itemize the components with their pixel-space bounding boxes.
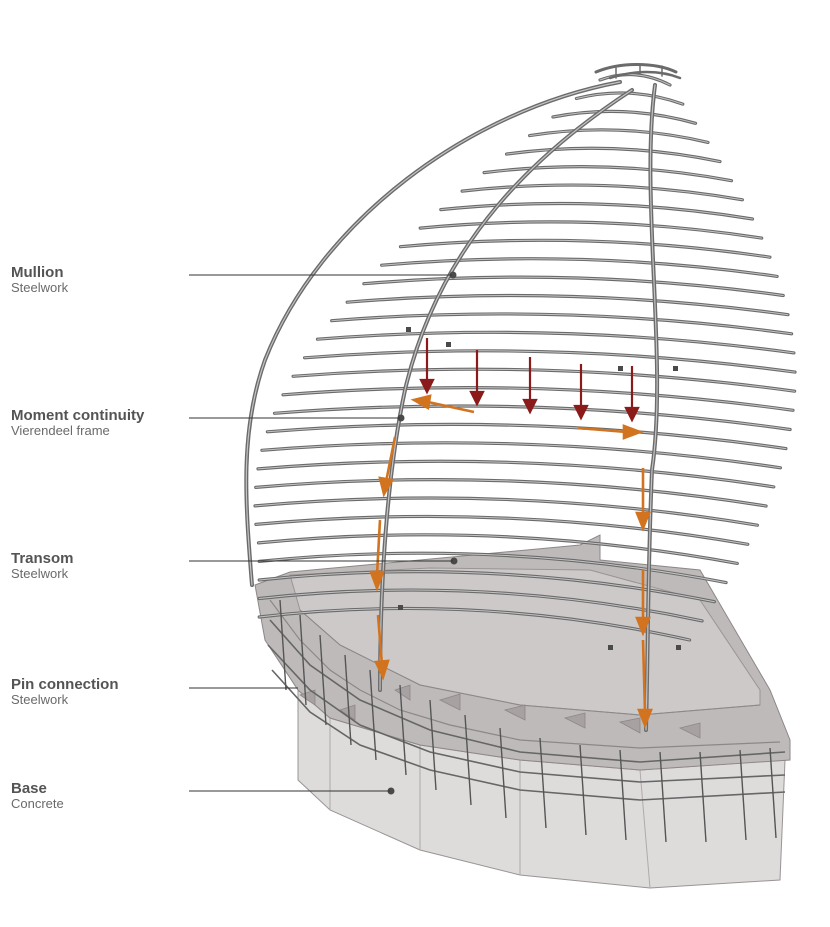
label-title: Mullion: [11, 264, 64, 281]
label-title: Transom: [11, 550, 74, 567]
label-base: Base Concrete: [11, 780, 64, 812]
transom-rib-highlight: [381, 258, 778, 277]
pin-post: [369, 669, 377, 761]
transom-rib-highlight: [261, 442, 781, 469]
label-title: Pin connection: [11, 676, 119, 693]
label-subtitle: Steelwork: [11, 692, 69, 708]
transom-rib-highlight: [419, 221, 763, 239]
label-title: Base: [11, 780, 47, 797]
pin-post: [319, 634, 327, 726]
pin-post: [399, 684, 407, 776]
transom-rib-highlight: [506, 147, 721, 163]
pin-post: [619, 749, 627, 841]
transom-rib-highlight: [552, 110, 696, 124]
transom-rib: [253, 496, 759, 527]
transom-rib-highlight: [346, 295, 789, 316]
pin-post: [699, 751, 707, 843]
transom-rib-highlight: [440, 202, 753, 220]
pin-post: [539, 737, 547, 829]
pin-post: [429, 699, 437, 791]
transom-rib-highlight: [483, 166, 732, 182]
transom-rib-highlight: [258, 552, 727, 584]
label-mullion: Mullion Steelwork: [11, 264, 68, 296]
pin-post: [769, 747, 777, 839]
transom-rib-highlight: [254, 497, 758, 526]
transom-rib-highlight: [282, 387, 794, 411]
label-title: Moment continuity: [11, 407, 145, 424]
transom-rib-highlight: [331, 313, 793, 335]
node-markers: [387, 271, 681, 795]
transom-rib-highlight: [257, 460, 775, 488]
transom-rib-highlight: [599, 74, 671, 86]
lower-facade-band: [267, 619, 786, 801]
transom-rib-highlight: [292, 368, 796, 392]
label-subtitle: Vierendeel frame: [11, 423, 110, 439]
transom-rib-highlight: [266, 423, 787, 450]
transom-rib: [330, 312, 794, 336]
pin-post: [279, 599, 287, 691]
leader-lines: [189, 274, 453, 792]
pin-post: [579, 744, 587, 836]
pin-connection-posts: [279, 599, 777, 843]
transom-rib: [574, 91, 685, 106]
transom-rib-highlight: [461, 184, 743, 201]
transom-rib-highlight: [529, 129, 709, 143]
label-pin-connection: Pin connection Steelwork: [11, 676, 119, 708]
transom-rib-highlight: [304, 350, 796, 373]
transom-rib-highlight: [258, 571, 715, 603]
label-subtitle: Steelwork: [11, 280, 69, 296]
pin-post: [344, 654, 352, 746]
transom-ribs-highlight: [254, 74, 796, 641]
label-subtitle: Steelwork: [11, 566, 69, 582]
transom-rib: [315, 330, 796, 355]
transom-rib-highlight: [317, 331, 795, 354]
label-moment-continuity: Moment continuity Vierendeel frame: [11, 407, 144, 439]
transom-rib-highlight: [400, 239, 771, 258]
transom-rib-highlight: [255, 515, 749, 545]
transom-rib: [345, 293, 790, 317]
label-transom: Transom Steelwork: [11, 550, 74, 582]
transom-rib: [254, 514, 750, 546]
pin-post: [499, 727, 507, 819]
transom-rib-highlight: [255, 479, 767, 507]
mullions: [244, 63, 682, 732]
pin-post: [299, 614, 307, 706]
pin-post: [739, 749, 747, 841]
transom-rib-highlight: [258, 534, 738, 564]
force-arrows: [369, 394, 653, 729]
transom-rib-highlight: [363, 276, 784, 296]
label-subtitle: Concrete: [11, 796, 64, 812]
pin-post: [464, 714, 472, 806]
transom-rib-highlight: [258, 607, 691, 641]
pin-post: [659, 751, 667, 843]
load-arrows: [419, 338, 640, 423]
